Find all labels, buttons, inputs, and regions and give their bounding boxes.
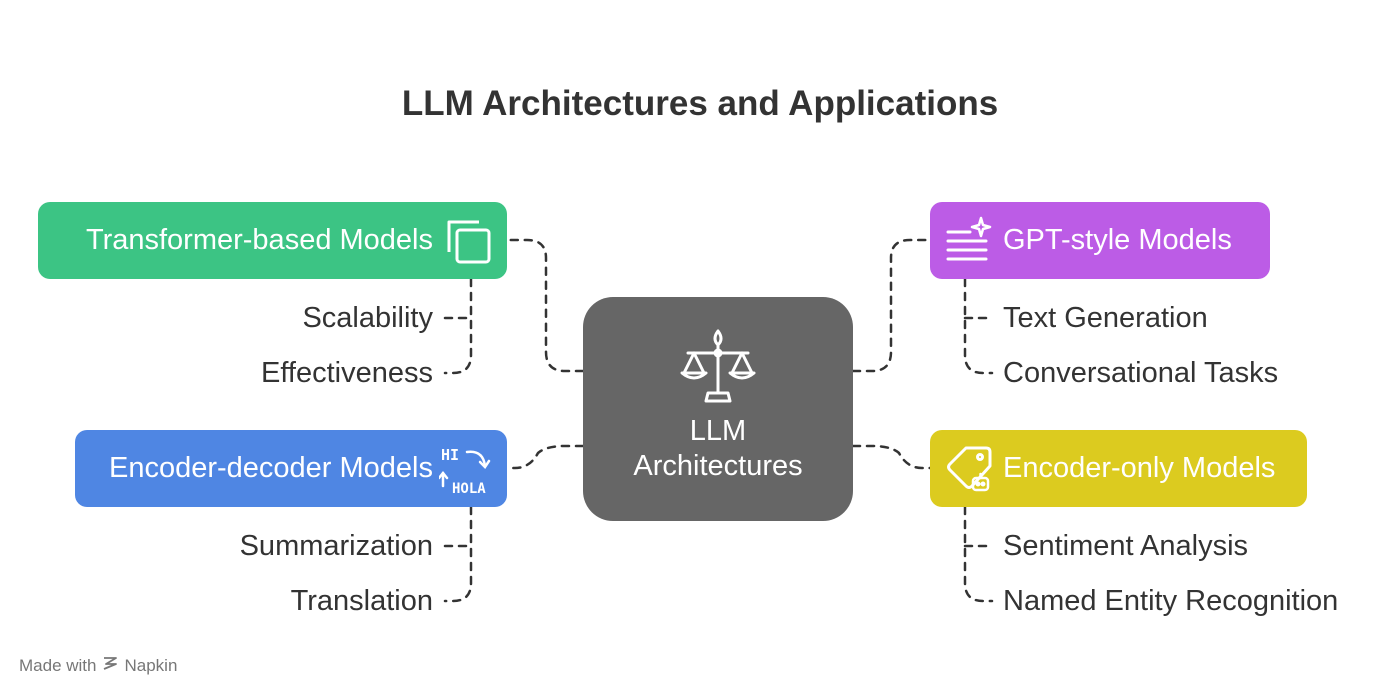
center-node: LLM Architectures — [583, 297, 853, 521]
enconly-item-ner: Named Entity Recognition — [1003, 585, 1339, 617]
encdec-item-summarization: Summarization — [239, 530, 433, 562]
diagram-title: LLM Architectures and Applications — [401, 84, 999, 123]
encoder-decoder-models-box: Encoder-decoder Models HI HOLA — [75, 430, 507, 507]
enconly-item-sentiment-analysis: Sentiment Analysis — [1003, 530, 1249, 562]
copy-squares-icon — [443, 216, 493, 274]
translate-icon-top-text: HI — [441, 446, 459, 464]
gpt-item-text-generation: Text Generation — [1003, 302, 1208, 334]
translate-icon: HI HOLA — [437, 442, 495, 506]
scales-icon — [680, 329, 756, 412]
gpt-item-conversational-tasks: Conversational Tasks — [1003, 357, 1279, 389]
connector-center-enconly — [851, 444, 932, 470]
connector-center-transformer — [506, 238, 585, 373]
encdec-item-translation: Translation — [290, 585, 433, 617]
footer-brand-text: Napkin — [124, 655, 178, 675]
gpt-models-box: GPT-style Models — [930, 202, 1270, 279]
gpt-models-label: GPT-style Models — [1003, 224, 1232, 256]
encoder-decoder-models-label: Encoder-decoder Models — [108, 452, 433, 484]
connector-enconly-items — [963, 505, 994, 603]
transformer-models-box: Transformer-based Models — [38, 202, 507, 279]
connector-encdec-items — [443, 505, 473, 603]
connector-center-encdec — [506, 444, 585, 470]
connector-transformer-items — [443, 277, 473, 375]
text-sparkle-icon — [944, 216, 992, 274]
center-title-line2: Architectures — [633, 450, 803, 482]
footer-made-with-text: Made with — [19, 655, 97, 675]
tag-robot-icon — [942, 444, 994, 504]
connector-center-gpt — [851, 238, 932, 373]
encoder-only-models-box: Encoder-only Models — [930, 430, 1307, 507]
translate-icon-bottom-text: HOLA — [452, 481, 486, 497]
connector-gpt-items — [963, 277, 994, 375]
made-with-napkin-footer: Made with Napkin — [19, 655, 177, 676]
center-title-line1: LLM — [689, 415, 747, 447]
transformer-models-label: Transformer-based Models — [85, 224, 433, 256]
transformer-item-effectiveness: Effectiveness — [261, 357, 433, 389]
napkin-logo-icon — [102, 655, 118, 676]
transformer-item-scalability: Scalability — [302, 302, 433, 334]
encoder-only-models-label: Encoder-only Models — [1003, 452, 1276, 484]
